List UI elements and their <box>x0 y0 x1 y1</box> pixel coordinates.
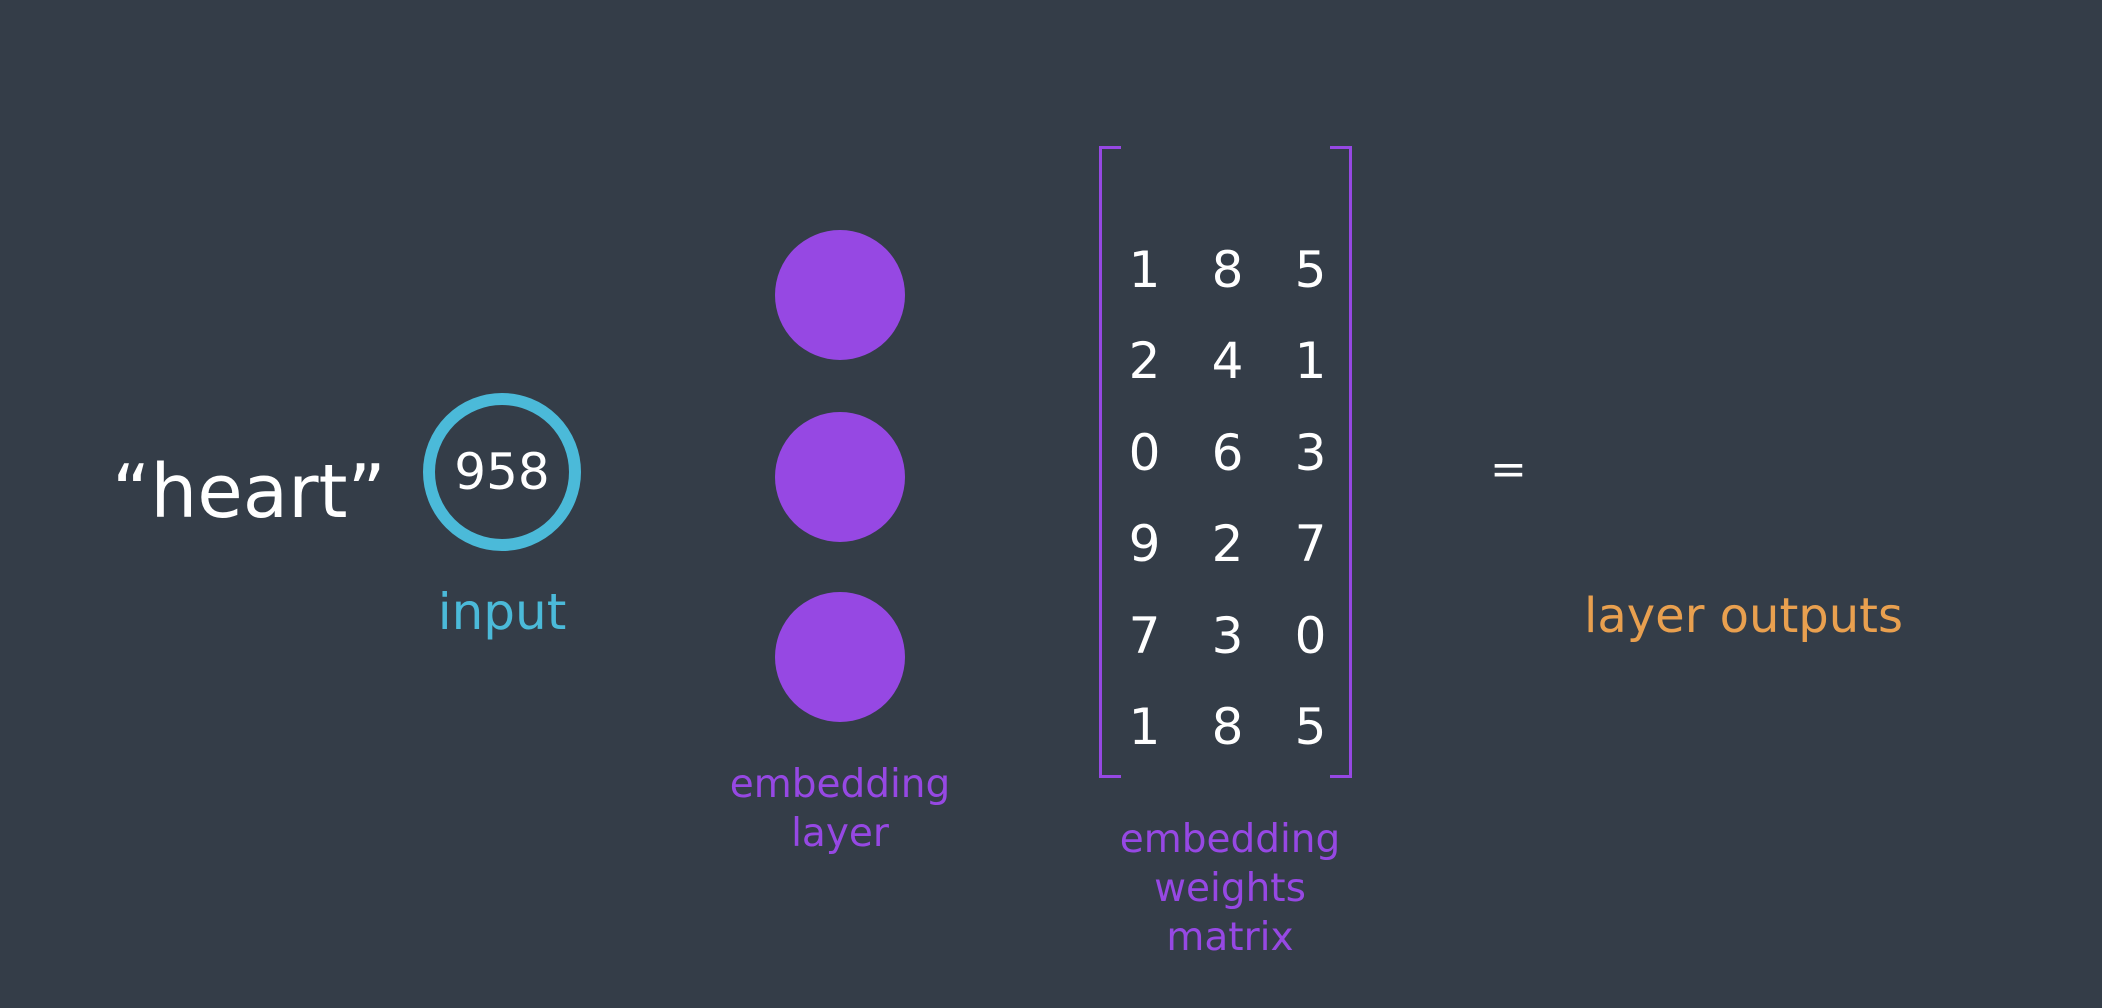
matrix-cell: 0 <box>1294 606 1327 665</box>
matrix-left-bracket <box>1099 146 1121 778</box>
matrix-label-line3: matrix <box>1166 915 1294 960</box>
matrix-cell: 1 <box>1128 697 1161 756</box>
matrix-cell: 1 <box>1128 241 1161 299</box>
input-index-value: 958 <box>454 443 550 501</box>
embedding-weights-matrix-label: embedding weights matrix <box>1070 815 1390 962</box>
matrix-cell: 6 <box>1211 423 1244 482</box>
embedding-layer-label-line2: layer <box>791 811 889 856</box>
embedding-weights-matrix: 1 8 5 2 4 1 0 6 3 9 2 7 7 3 0 1 8 5 <box>1103 225 1353 773</box>
matrix-cell: 0 <box>1128 423 1161 482</box>
matrix-cell: 2 <box>1128 332 1161 391</box>
layer-outputs-label: layer outputs <box>1584 588 1904 644</box>
matrix-label-line2: weights <box>1154 866 1306 911</box>
matrix-cell: 3 <box>1294 423 1327 482</box>
matrix-cell: 2 <box>1211 515 1244 574</box>
matrix-cell: 3 <box>1211 606 1244 665</box>
embedding-layer-label-line1: embedding <box>729 762 951 807</box>
matrix-cell: 8 <box>1211 241 1244 299</box>
matrix-cell: 8 <box>1211 697 1244 756</box>
matrix-cell: 7 <box>1128 606 1161 665</box>
matrix-cell: 1 <box>1294 332 1327 391</box>
matrix-right-bracket <box>1330 146 1352 778</box>
matrix-cell: 5 <box>1294 697 1327 756</box>
embedding-layer-label: embedding layer <box>680 760 1000 858</box>
input-label: input <box>437 583 567 641</box>
matrix-cell: 4 <box>1211 332 1244 391</box>
matrix-cell: 7 <box>1294 515 1327 574</box>
input-word: “heart” <box>112 449 386 535</box>
matrix-label-line1: embedding <box>1119 817 1341 862</box>
embedding-node-2 <box>775 412 905 542</box>
input-ring: 958 <box>423 393 581 551</box>
embedding-node-3 <box>775 592 905 722</box>
equals-sign: = <box>1490 444 1527 495</box>
embedding-node-1 <box>775 230 905 360</box>
matrix-cell: 9 <box>1128 515 1161 574</box>
matrix-cell: 5 <box>1294 241 1327 299</box>
